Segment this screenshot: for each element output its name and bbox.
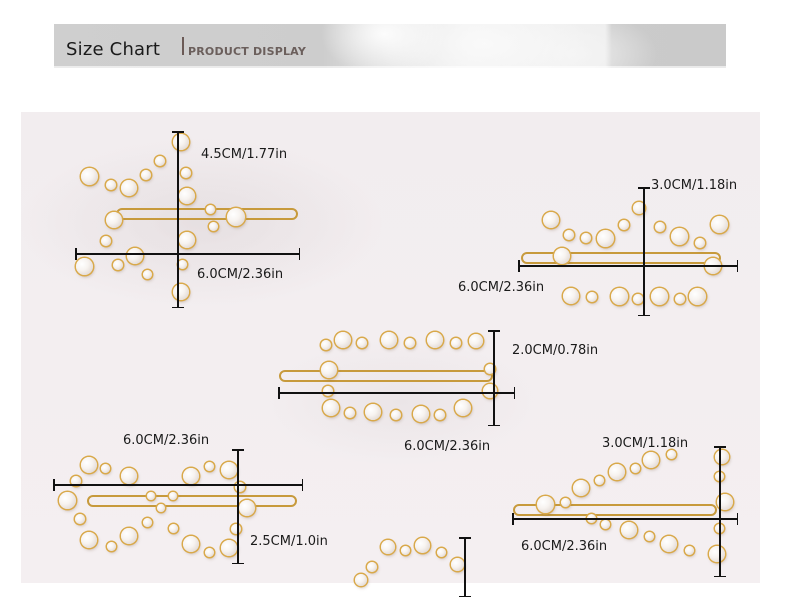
height-measure-line <box>639 187 649 316</box>
height-measure-line <box>233 449 243 564</box>
rectangle-pearl-clip <box>21 112 760 583</box>
width-measure-line <box>278 388 515 398</box>
width-measure-line <box>518 261 738 271</box>
dimension-label: 6.0CM/2.36in <box>521 539 608 554</box>
dimension-label: 4.5CM/1.77in <box>201 147 288 162</box>
product-photo: 4.5CM/1.77in 6.0CM/2.36in 3.0CM/1.18in 6… <box>21 112 760 597</box>
crown-pearl-clip <box>21 112 760 583</box>
banner-divider <box>182 37 184 55</box>
width-measure-line <box>512 514 738 524</box>
dimension-label: 6.0CM/2.36in <box>197 267 284 282</box>
dimension-label: 6.0CM/2.36in <box>458 280 545 295</box>
bow-pearl-clip <box>21 112 760 583</box>
dimension-label: 3.0CM/1.18in <box>602 436 689 451</box>
star-pearl-clip <box>21 112 760 583</box>
banner-subtitle: PRODUCT DISPLAY <box>188 45 306 58</box>
dimension-label: 2.5CM/1.0in <box>250 534 328 549</box>
width-measure-line <box>53 480 303 490</box>
height-measure-line <box>460 537 470 597</box>
height-measure-line <box>715 446 725 577</box>
height-measure-line <box>173 131 183 308</box>
round-pearl-clip <box>21 112 760 586</box>
height-measure-line <box>489 330 499 426</box>
dimension-label: 2.0CM/0.78in <box>512 343 599 358</box>
size-chart-banner: Size Chart PRODUCT DISPLAY <box>54 24 726 68</box>
banner-title: Size Chart <box>66 39 161 60</box>
dimension-label: 6.0CM/2.36in <box>123 433 210 448</box>
width-measure-line <box>75 249 300 259</box>
dimension-label: 3.0CM/1.18in <box>651 178 738 193</box>
dimension-label: 6.0CM/2.36in <box>404 439 491 454</box>
